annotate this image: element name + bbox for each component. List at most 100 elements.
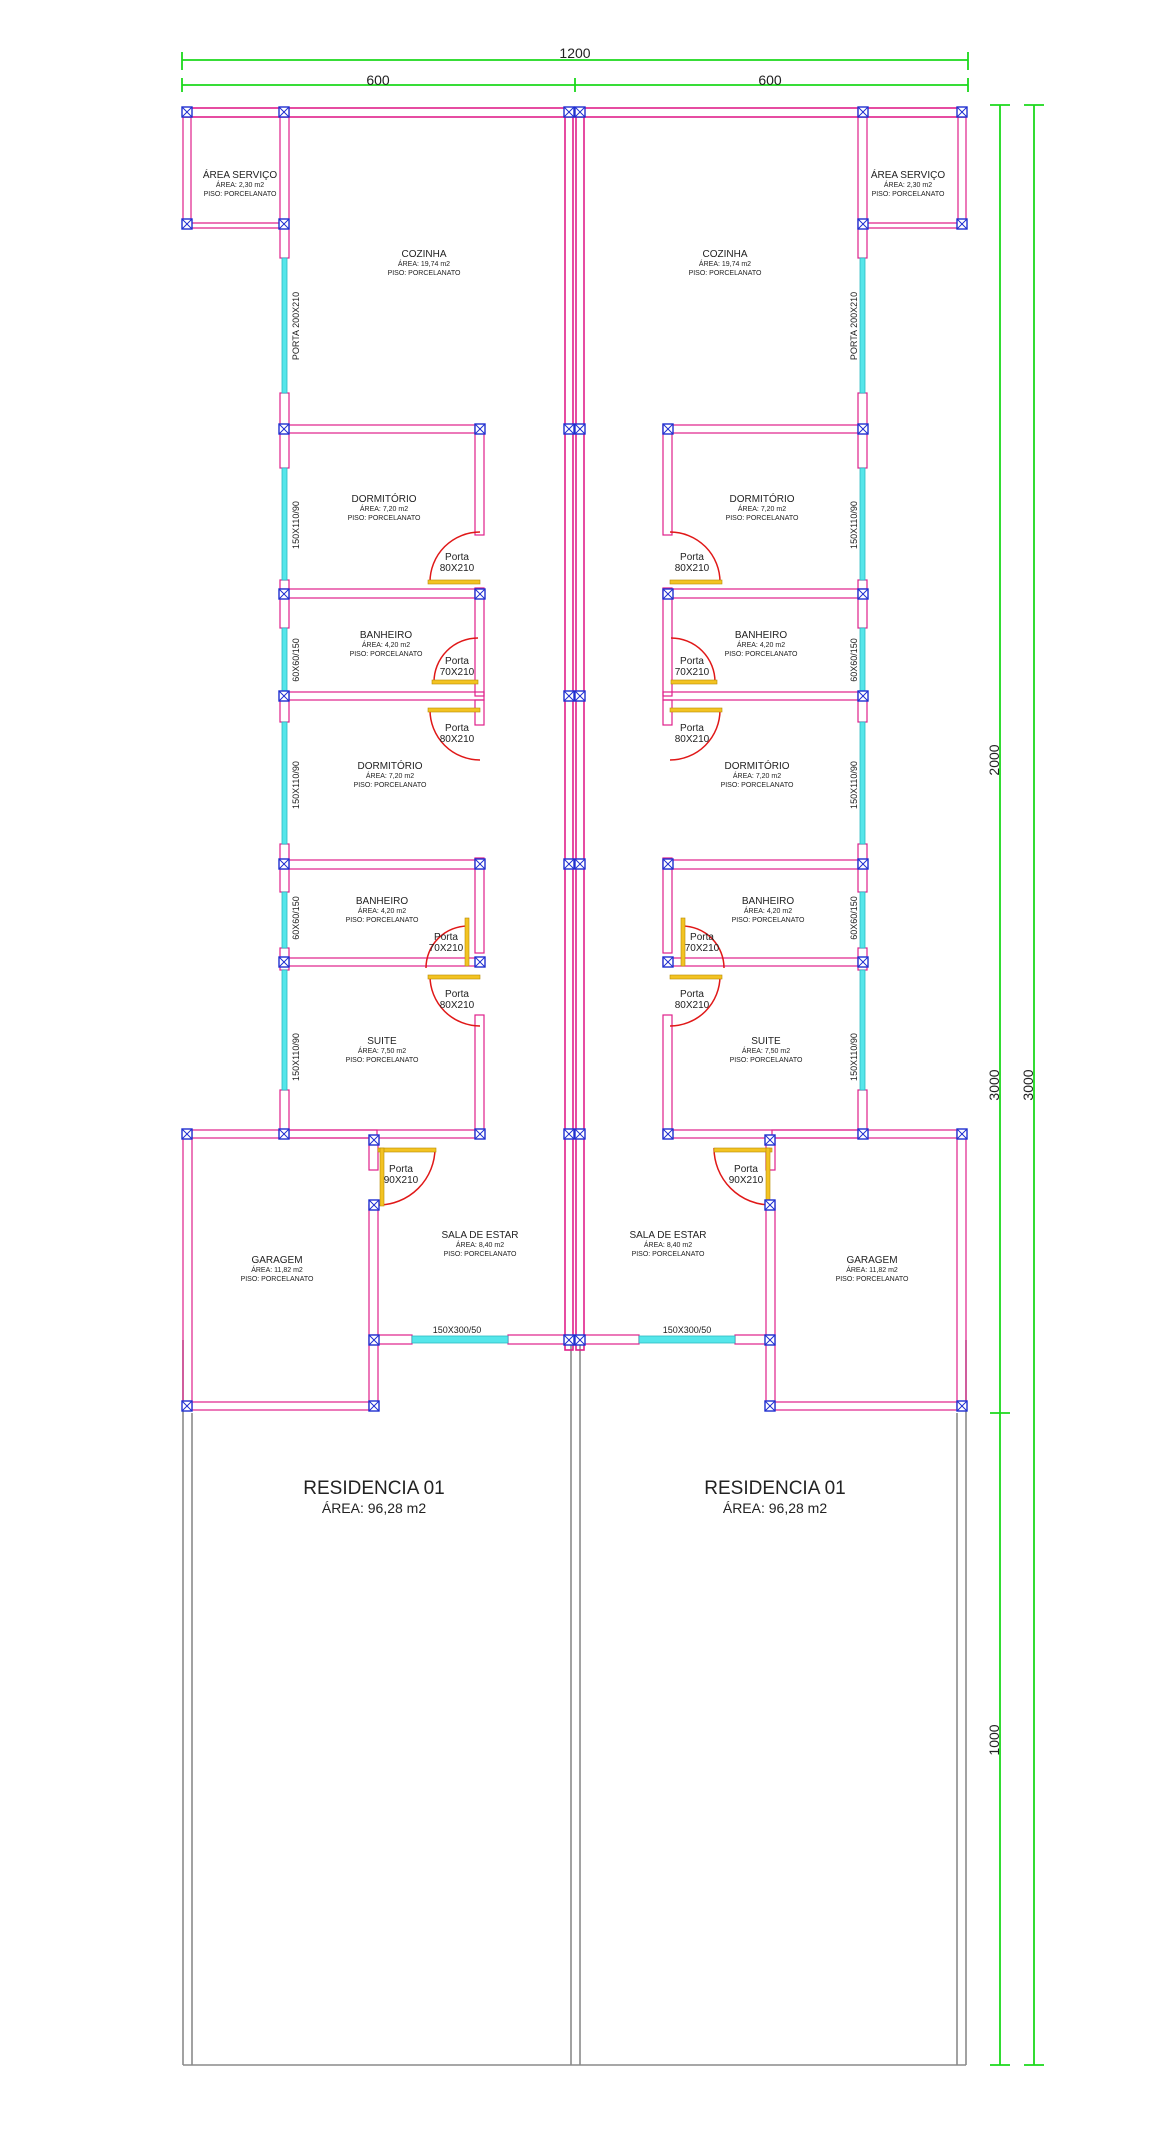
- room-name: SALA DE ESTAR: [629, 1230, 706, 1241]
- window-label: PORTA 200X210: [849, 292, 859, 360]
- door-size: 80X210: [675, 563, 710, 574]
- room-banheiro-1-left: BANHEIRO ÁREA: 4,20 m2 PISO: PORCELANATO: [350, 630, 423, 658]
- residence-left: RESIDENCIA 01 ÁREA: 96,28 m2: [303, 1478, 445, 1516]
- door-size: 70X210: [440, 667, 475, 678]
- room-floor: PISO: PORCELANATO: [346, 1057, 419, 1064]
- window-label: 150X300/50: [433, 1325, 482, 1335]
- door-word: Porta: [680, 656, 704, 667]
- room-floor: PISO: PORCELANATO: [730, 1057, 803, 1064]
- room-area: ÁREA: 7,50 m2: [742, 1046, 790, 1055]
- dimension-lines: [181, 52, 1044, 2066]
- room-name: DORMITÓRIO: [352, 492, 417, 505]
- dim-half-right: 600: [758, 72, 782, 88]
- door-word: Porta: [445, 989, 469, 1000]
- window-label: 150X300/50: [663, 1325, 712, 1335]
- room-cozinha-left: COZINHA ÁREA: 19,74 m2 PISO: PORCELANATO: [388, 249, 461, 277]
- residence-title: RESIDENCIA 01: [303, 1478, 445, 1499]
- room-area: ÁREA: 4,20 m2: [358, 906, 406, 915]
- room-floor: PISO: PORCELANATO: [872, 191, 945, 198]
- window-label: 60X60/150: [849, 638, 859, 682]
- room-area: ÁREA: 2,30 m2: [216, 180, 264, 189]
- room-area: ÁREA: 19,74 m2: [398, 259, 450, 268]
- room-area: ÁREA: 4,20 m2: [744, 906, 792, 915]
- room-floor: PISO: PORCELANATO: [721, 782, 794, 789]
- room-suite-left: SUITE ÁREA: 7,50 m2 PISO: PORCELANATO: [346, 1036, 419, 1064]
- lot-outline: [182, 1340, 967, 2066]
- door-word: Porta: [434, 932, 458, 943]
- window-label: 150X110/90: [849, 501, 859, 549]
- room-floor: PISO: PORCELANATO: [354, 782, 427, 789]
- dim-lot-depth-outer: 3000: [1020, 1069, 1036, 1100]
- room-floor: PISO: PORCELANATO: [632, 1251, 705, 1258]
- room-area: ÁREA: 7,20 m2: [366, 771, 414, 780]
- room-name: BANHEIRO: [742, 896, 794, 907]
- door-word: Porta: [734, 1164, 758, 1175]
- door-size: 80X210: [440, 1000, 475, 1011]
- door-size: 70X210: [675, 667, 710, 678]
- door-size: 90X210: [729, 1175, 764, 1186]
- room-area: ÁREA: 8,40 m2: [456, 1240, 504, 1249]
- room-banheiro-2-left: BANHEIRO ÁREA: 4,20 m2 PISO: PORCELANATO: [346, 896, 419, 924]
- window-label: 150X110/90: [291, 501, 301, 549]
- doors: [377, 531, 773, 1207]
- room-area: ÁREA: 19,74 m2: [699, 259, 751, 268]
- room-floor: PISO: PORCELANATO: [444, 1251, 517, 1258]
- door-word: Porta: [690, 932, 714, 943]
- room-name: COZINHA: [402, 249, 447, 260]
- room-banheiro-1-right: BANHEIRO ÁREA: 4,20 m2 PISO: PORCELANATO: [725, 630, 798, 658]
- residence-area: ÁREA: 96,28 m2: [322, 1500, 426, 1516]
- room-name: GARAGEM: [251, 1255, 302, 1266]
- door-word: Porta: [680, 552, 704, 563]
- columns: [181, 106, 968, 1412]
- room-name: ÁREA SERVIÇO: [203, 168, 278, 181]
- room-floor: PISO: PORCELANATO: [836, 1276, 909, 1283]
- room-suite-right: SUITE ÁREA: 7,50 m2 PISO: PORCELANATO: [730, 1036, 803, 1064]
- window-label: 60X60/150: [291, 896, 301, 940]
- dim-front-depth: 1000: [986, 1724, 1002, 1755]
- dim-building-depth: 2000: [986, 744, 1002, 775]
- door-word: Porta: [680, 989, 704, 1000]
- room-area: ÁREA: 7,50 m2: [358, 1046, 406, 1055]
- dim-lot-depth-inner: 3000: [986, 1069, 1002, 1100]
- room-cozinha-right: COZINHA ÁREA: 19,74 m2 PISO: PORCELANATO: [689, 249, 762, 277]
- room-floor: PISO: PORCELANATO: [388, 270, 461, 277]
- door-word: Porta: [445, 723, 469, 734]
- room-floor: PISO: PORCELANATO: [346, 917, 419, 924]
- door-word: Porta: [445, 552, 469, 563]
- room-dormitorio-2-right: DORMITÓRIO ÁREA: 7,20 m2 PISO: PORCELANA…: [721, 759, 794, 789]
- room-name: DORMITÓRIO: [730, 492, 795, 505]
- room-area: ÁREA: 7,20 m2: [733, 771, 781, 780]
- dim-total-width: 1200: [559, 45, 590, 61]
- room-floor: PISO: PORCELANATO: [241, 1276, 314, 1283]
- room-dormitorio-1-right: DORMITÓRIO ÁREA: 7,20 m2 PISO: PORCELANA…: [726, 492, 799, 522]
- window-label: 150X110/90: [291, 1033, 301, 1081]
- window-label: 60X60/150: [849, 896, 859, 940]
- room-name: GARAGEM: [846, 1255, 897, 1266]
- room-area: ÁREA: 11,82 m2: [846, 1265, 898, 1274]
- room-floor: PISO: PORCELANATO: [348, 515, 421, 522]
- room-area-servico-right: ÁREA SERVIÇO ÁREA: 2,30 m2 PISO: PORCELA…: [871, 168, 946, 198]
- dim-half-left: 600: [366, 72, 390, 88]
- room-garagem-left: GARAGEM ÁREA: 11,82 m2 PISO: PORCELANATO: [241, 1255, 314, 1283]
- door-size: 90X210: [384, 1175, 419, 1186]
- door-size: 70X210: [685, 943, 720, 954]
- door-size: 80X210: [675, 1000, 710, 1011]
- residence-right: RESIDENCIA 01 ÁREA: 96,28 m2: [704, 1478, 846, 1516]
- door-size: 80X210: [440, 563, 475, 574]
- door-size: 80X210: [675, 734, 710, 745]
- room-sala-right: SALA DE ESTAR ÁREA: 8,40 m2 PISO: PORCEL…: [629, 1230, 706, 1258]
- window-label: 60X60/150: [291, 638, 301, 682]
- room-name: BANHEIRO: [735, 630, 787, 641]
- room-name: DORMITÓRIO: [725, 759, 790, 772]
- window-label: 150X110/90: [849, 761, 859, 809]
